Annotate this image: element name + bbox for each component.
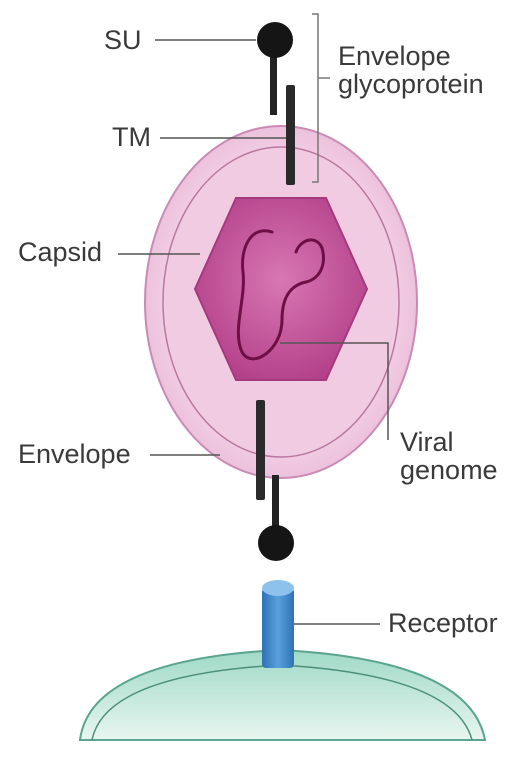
su-bottom (258, 525, 294, 561)
tm-bottom (256, 400, 265, 500)
tm-top (286, 85, 295, 185)
viral-genome-label: Viral genome (400, 428, 498, 485)
su-label: SU (104, 26, 142, 54)
receptor-top (262, 580, 294, 596)
receptor-label: Receptor (388, 609, 498, 637)
envelope-glycoprotein-line2: glycoprotein (338, 70, 484, 98)
capsid-label: Capsid (18, 238, 102, 266)
envelope-glycoprotein-line1: Envelope (338, 42, 484, 70)
receptor (262, 588, 294, 668)
tm-top-stalk (270, 55, 277, 115)
envelope-glycoprotein-label: Envelope glycoprotein (338, 42, 484, 99)
tm-bottom-stalk (272, 475, 279, 530)
envelope-label: Envelope (18, 440, 131, 468)
viral-genome-line1: Viral (400, 428, 498, 456)
viral-genome-line2: genome (400, 456, 498, 484)
tm-label: TM (112, 123, 151, 151)
su-top (257, 22, 293, 58)
